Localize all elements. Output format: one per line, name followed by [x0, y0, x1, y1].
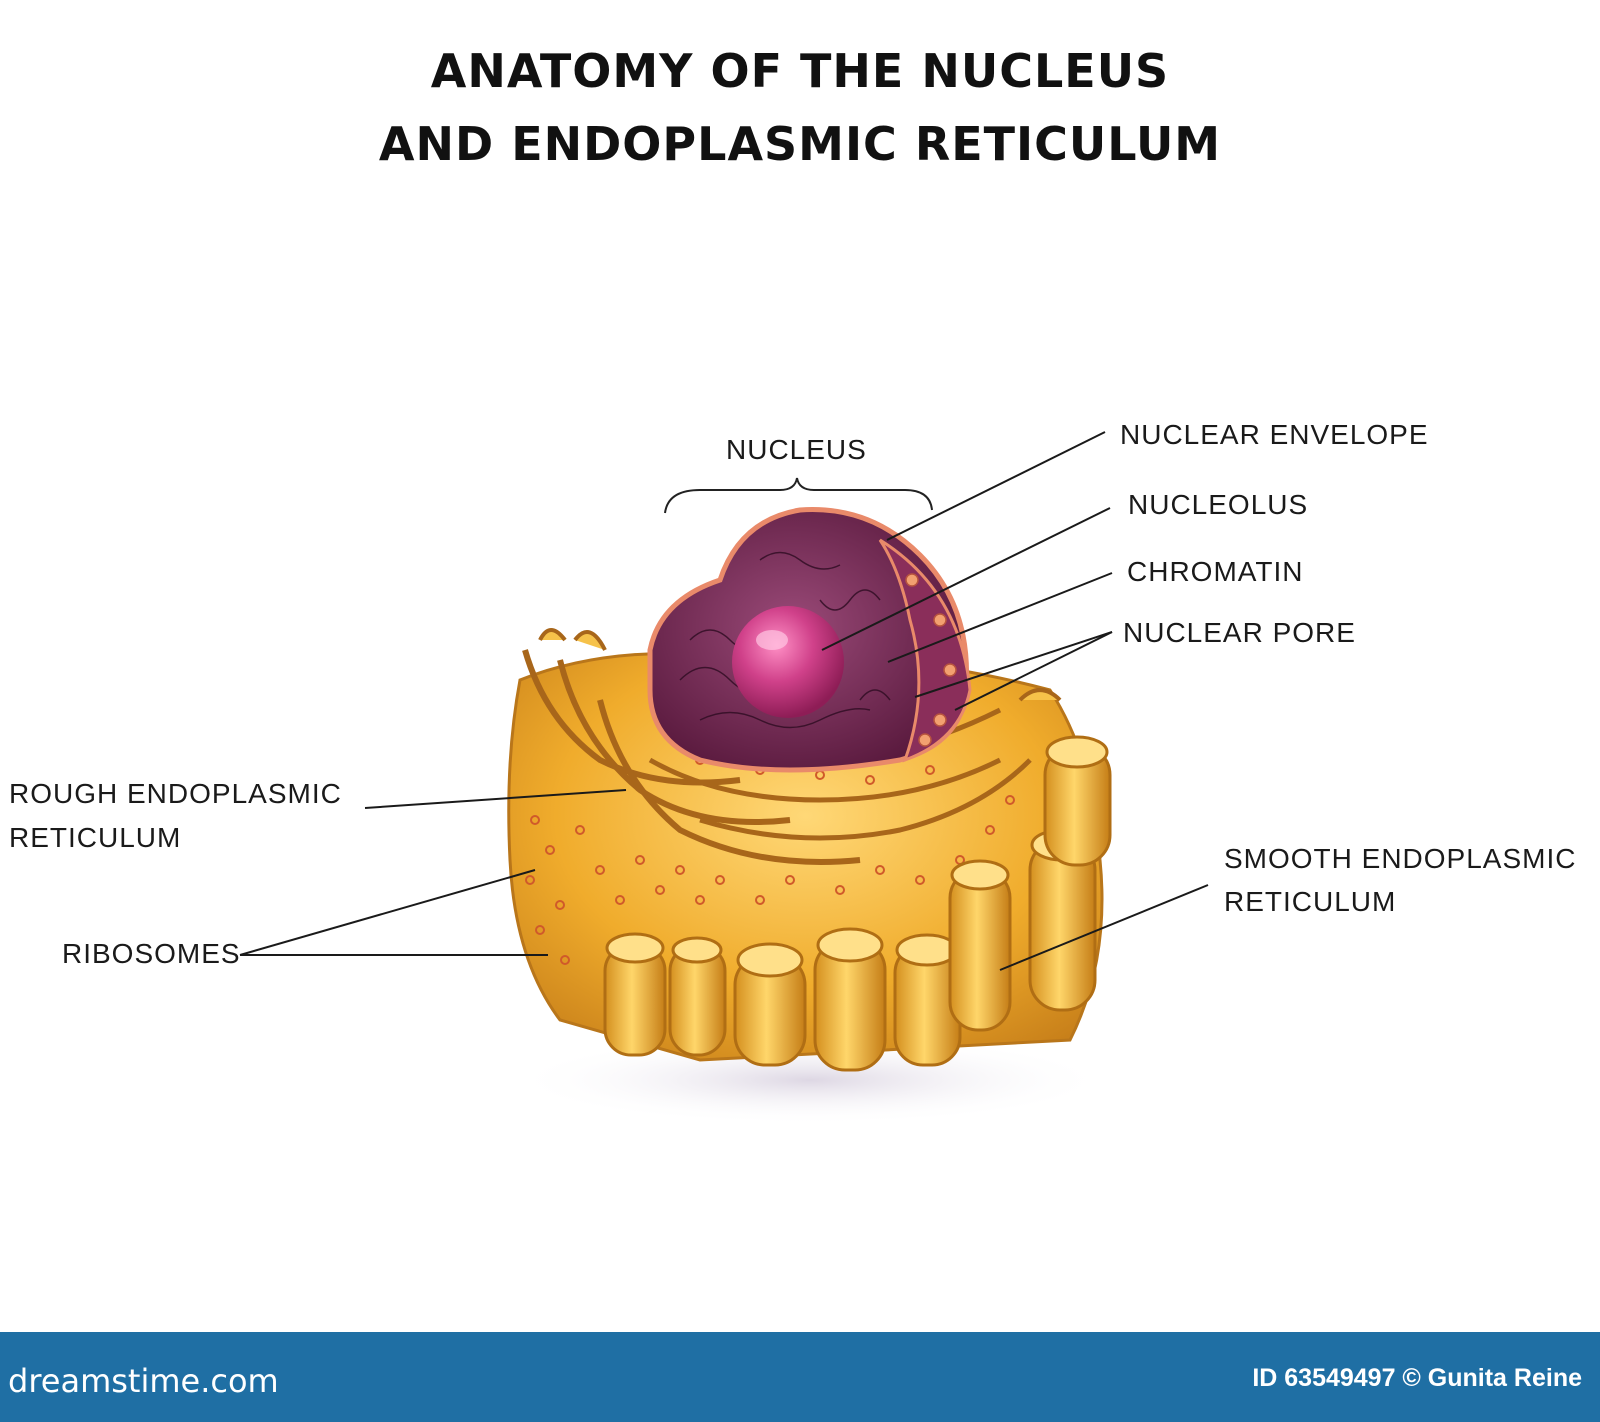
label-smooth-er-line-1: SMOOTH ENDOPLASMIC — [1224, 843, 1577, 874]
label-nucleus: NUCLEUS — [726, 434, 867, 465]
page-title-line-1: ANATOMY OF THE NUCLEUS — [430, 44, 1170, 98]
nucleus-illustration — [647, 507, 972, 773]
label-nuclear-envelope: NUCLEAR ENVELOPE — [1120, 419, 1429, 450]
footer-logo[interactable]: dreamstime.com — [8, 1362, 279, 1400]
label-rough-er-line-1: ROUGH ENDOPLASMIC — [9, 778, 342, 809]
ribosome-dots — [525, 755, 1015, 965]
cell-shadow — [510, 1035, 1110, 1125]
nuclear-pores — [905, 573, 957, 747]
label-rough-er-line-2: RETICULUM — [9, 822, 182, 853]
cell-illustration — [239, 431, 1209, 1125]
page-title-line-2: AND ENDOPLASMIC RETICULUM — [378, 117, 1222, 171]
leader-nuclear-envelope — [886, 431, 1106, 541]
label-nuclear-pore: NUCLEAR PORE — [1123, 617, 1356, 648]
label-ribosomes: RIBOSOMES — [62, 938, 241, 969]
leader-nucleolus — [821, 507, 1111, 651]
label-nucleolus: NUCLEOLUS — [1128, 489, 1309, 520]
leader-smooth-er — [999, 884, 1209, 971]
footer-credit: ID 63549497 © Gunita Reine — [1252, 1364, 1582, 1392]
footer-bar — [0, 1332, 1600, 1422]
leader-ribosomes-1 — [239, 869, 536, 956]
leader-lines — [239, 431, 1209, 971]
smooth-er-tubes — [603, 735, 1112, 1072]
leader-chromatin — [887, 572, 1113, 663]
nucleus-brace — [664, 477, 933, 514]
label-smooth-er-line-2: RETICULUM — [1224, 886, 1397, 917]
leader-nuclear-pore-1 — [914, 631, 1113, 698]
label-chromatin: CHROMATIN — [1127, 556, 1304, 587]
nucleolus-sphere — [732, 606, 844, 718]
leader-rough-er — [364, 789, 627, 809]
leader-nuclear-pore-2 — [954, 631, 1113, 711]
